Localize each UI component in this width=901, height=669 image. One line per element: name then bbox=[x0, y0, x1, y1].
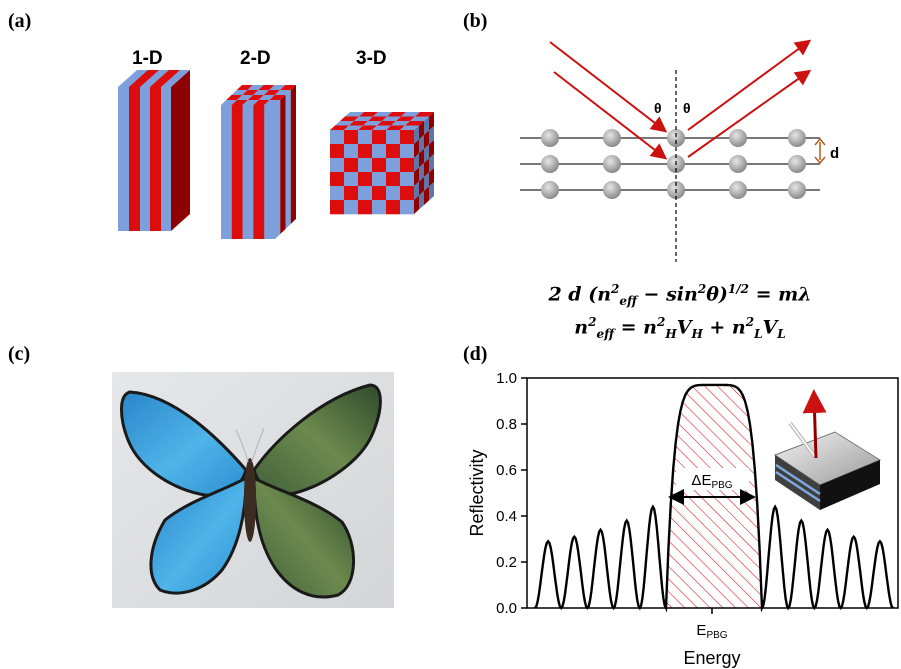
theta-left-label: θ bbox=[654, 100, 662, 116]
multilayer-inset bbox=[773, 389, 882, 510]
panel-label-c: (c) bbox=[8, 343, 31, 365]
crystal-label-1d: 1-D bbox=[132, 48, 163, 69]
y-axis: 0.0 0.2 0.4 0.6 0.8 1.0 bbox=[496, 370, 527, 617]
panel-label-b: (b) bbox=[463, 10, 488, 32]
bragg-equation: 2 d (n2eff − sin2θ)1/2 = mλ bbox=[548, 282, 812, 309]
x-axis-label: Energy bbox=[683, 648, 740, 668]
y-tick-label: 0.8 bbox=[496, 416, 517, 433]
spacing-label: d bbox=[830, 145, 839, 162]
crystal-label-2d: 2-D bbox=[240, 48, 271, 69]
crystal-label-3d: 3-D bbox=[356, 48, 387, 69]
crystal-1d bbox=[118, 70, 190, 231]
y-tick-label: 0.4 bbox=[496, 508, 517, 525]
butterfly bbox=[120, 383, 382, 599]
reflected-ray-2 bbox=[687, 69, 812, 158]
effective-index-equation: n2eff = n2HVH + n2LVL bbox=[574, 315, 786, 342]
crystal-3d bbox=[330, 112, 434, 215]
y-tick-label: 0.6 bbox=[496, 462, 517, 479]
panel-label-d: (d) bbox=[463, 343, 488, 365]
panel-label-a: (a) bbox=[8, 10, 32, 32]
y-tick-label: 0.0 bbox=[496, 600, 517, 617]
theta-right-label: θ bbox=[683, 100, 691, 116]
reflected-ray-1 bbox=[687, 39, 812, 131]
y-tick-label: 1.0 bbox=[496, 370, 517, 387]
lattice-atoms bbox=[541, 129, 806, 199]
incident-ray-1 bbox=[549, 41, 668, 133]
y-axis-label: Reflectivity bbox=[467, 449, 487, 536]
band-label-box bbox=[676, 468, 749, 490]
bandwidth-label: ΔEPBG bbox=[691, 472, 732, 491]
x-tick-label: EPBG bbox=[696, 622, 727, 641]
incident-ray-2 bbox=[553, 71, 668, 160]
y-tick-label: 0.2 bbox=[496, 554, 517, 571]
crystal-2d bbox=[221, 85, 296, 239]
